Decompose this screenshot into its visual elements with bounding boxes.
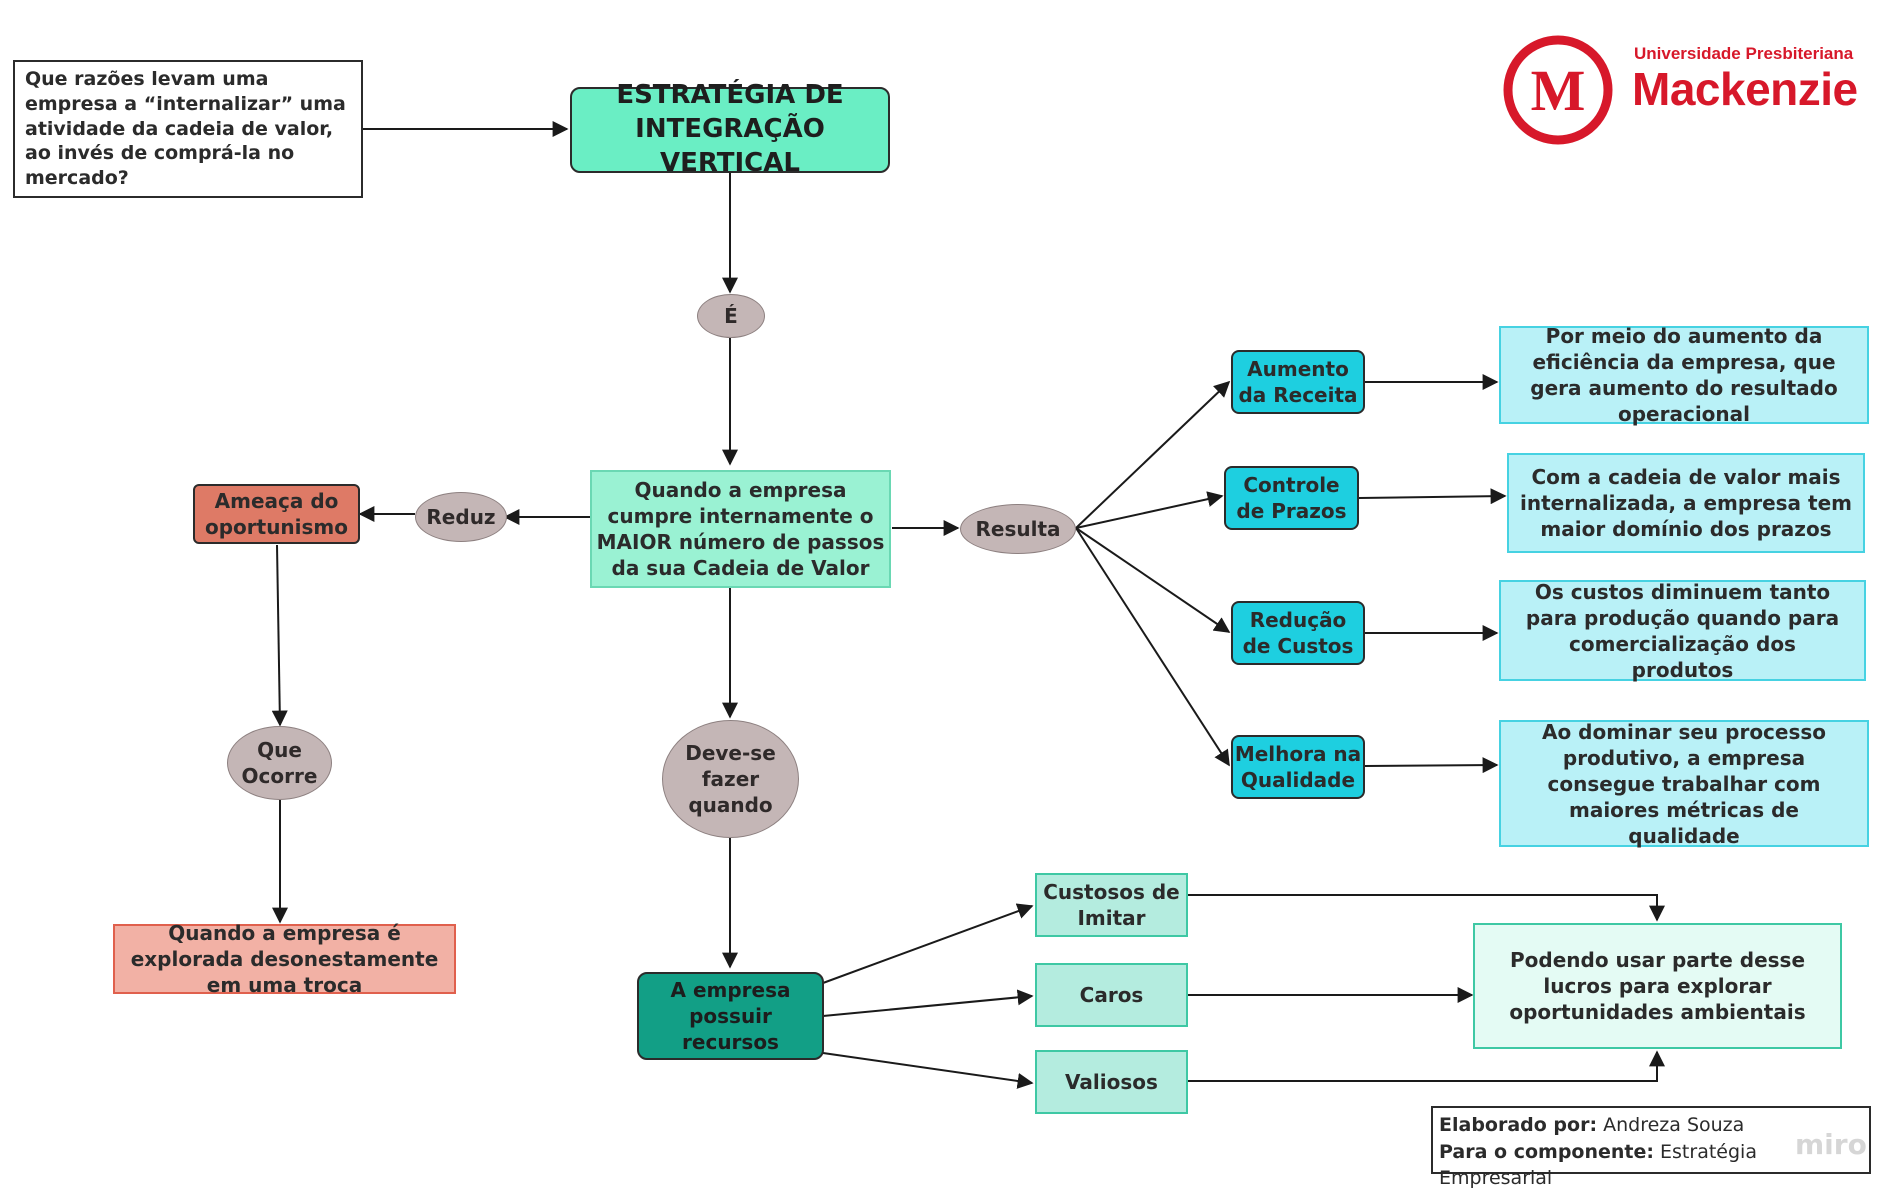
- resulta-text: Resulta: [975, 517, 1061, 541]
- reducao-desc-box: Os custos diminuem tanto para produção q…: [1499, 579, 1866, 682]
- deve-se-text: Deve-se fazer quando: [685, 741, 776, 817]
- resulta-ellipse: Resulta: [960, 504, 1076, 554]
- controle-desc-box: Com a cadeia de valor mais internalizada…: [1507, 453, 1865, 553]
- controle-prazos-text: Controle de Prazos: [1236, 473, 1347, 523]
- que-ocorre-text: Que Ocorre: [241, 738, 318, 788]
- reducao-custos-box: Redução de Custos: [1231, 601, 1365, 665]
- custosos-text: Custosos de Imitar: [1043, 880, 1180, 930]
- explorada-box: Quando a empresa é explorada desonestame…: [113, 921, 456, 997]
- custosos-box: Custosos de Imitar: [1035, 873, 1188, 937]
- reduz-ellipse: Reduz: [415, 492, 507, 542]
- edge-ameaca-queocorre: [271, 544, 288, 727]
- valiosos-box: Valiosos: [1035, 1050, 1188, 1114]
- melhora-qualidade-box: Melhora na Qualidade: [1231, 735, 1365, 799]
- podendo-text: Podendo usar parte desse lucros para exp…: [1509, 948, 1806, 1024]
- podendo-box: Podendo usar parte desse lucros para exp…: [1473, 923, 1842, 1049]
- reducao-custos-text: Redução de Custos: [1242, 608, 1354, 658]
- valiosos-text: Valiosos: [1065, 1070, 1158, 1094]
- edge-recursos-valiosos: [822, 1052, 1034, 1089]
- aumento-receita-box: Aumento da Receita: [1231, 350, 1365, 414]
- melhora-desc-text: Ao dominar seu processo produtivo, a emp…: [1541, 719, 1827, 848]
- caros-text: Caros: [1079, 983, 1144, 1007]
- edge-controle-desc: [1358, 488, 1507, 505]
- main-concept-text: Quando a empresa cumpre internamente o M…: [596, 478, 885, 580]
- e-text: É: [724, 304, 738, 328]
- melhora-desc-box: Ao dominar seu processo produtivo, a emp…: [1499, 719, 1869, 848]
- reducao-desc-text: Os custos diminuem tanto para produção q…: [1525, 579, 1840, 682]
- credits-component-label: Para o componente:: [1439, 1140, 1654, 1163]
- edge-recursos-custosos: [822, 903, 1034, 984]
- aumento-receita-text: Aumento da Receita: [1238, 357, 1358, 407]
- logo-letter: M: [1531, 58, 1586, 123]
- edge-resulta-controle: [1075, 491, 1224, 529]
- que-ocorre-ellipse: Que Ocorre: [227, 726, 332, 800]
- recursos-box: A empresa possuir recursos: [637, 972, 824, 1060]
- edge-valiosos-podendo: [1188, 1050, 1665, 1082]
- aumento-desc-text: Por meio do aumento da eficiência da emp…: [1530, 324, 1838, 426]
- ameaca-text: Ameaça do oportunismo: [204, 489, 349, 539]
- miro-watermark: miro: [1795, 1128, 1867, 1161]
- edge-custosos-podendo: [1188, 894, 1665, 922]
- question-text: Que razões levam uma empresa a “internal…: [25, 68, 346, 190]
- title-text: ESTRATÉGIA DE INTEGRAÇÃO VERTICAL: [616, 80, 844, 178]
- explorada-text: Quando a empresa é explorada desonestame…: [130, 921, 439, 997]
- e-ellipse: É: [697, 294, 765, 338]
- edge-resulta-aumento: [1075, 380, 1231, 529]
- melhora-qualidade-text: Melhora na Qualidade: [1234, 742, 1362, 792]
- recursos-text: A empresa possuir recursos: [670, 978, 791, 1054]
- title-box: ESTRATÉGIA DE INTEGRAÇÃO VERTICAL: [570, 80, 890, 178]
- aumento-desc-box: Por meio do aumento da eficiência da emp…: [1499, 324, 1869, 426]
- caros-box: Caros: [1035, 963, 1188, 1027]
- reduz-text: Reduz: [426, 505, 496, 529]
- logo-subtitle: Universidade Presbiteriana: [1634, 44, 1854, 63]
- controle-desc-text: Com a cadeia de valor mais internalizada…: [1520, 465, 1852, 541]
- credits-author: Andreza Souza: [1603, 1114, 1745, 1136]
- main-concept-box: Quando a empresa cumpre internamente o M…: [590, 470, 891, 588]
- ameaca-box: Ameaça do oportunismo: [193, 484, 360, 544]
- controle-prazos-box: Controle de Prazos: [1224, 466, 1359, 530]
- edge-resulta-melhora: [1075, 527, 1230, 767]
- credits-box: Elaborado por: Andreza Souza Para o comp…: [1431, 1106, 1871, 1189]
- mackenzie-logo-emblem: M: [1503, 35, 1613, 145]
- deve-se-ellipse: Deve-se fazer quando: [662, 720, 799, 838]
- logo-name: Mackenzie: [1632, 63, 1858, 115]
- credits-component: Estratégia Empresarial: [1439, 1140, 1757, 1190]
- credits-author-line: Elaborado por: Andreza Souza: [1439, 1112, 1863, 1139]
- credits-component-line: Para o componente: Estratégia Empresaria…: [1439, 1139, 1863, 1192]
- question-box: Que razões levam uma empresa a “internal…: [13, 60, 363, 198]
- edge-resulta-reducao: [1075, 527, 1231, 633]
- credits-author-label: Elaborado por:: [1439, 1114, 1598, 1136]
- edge-recursos-caros: [822, 989, 1034, 1017]
- edge-melhora-desc: [1364, 757, 1499, 774]
